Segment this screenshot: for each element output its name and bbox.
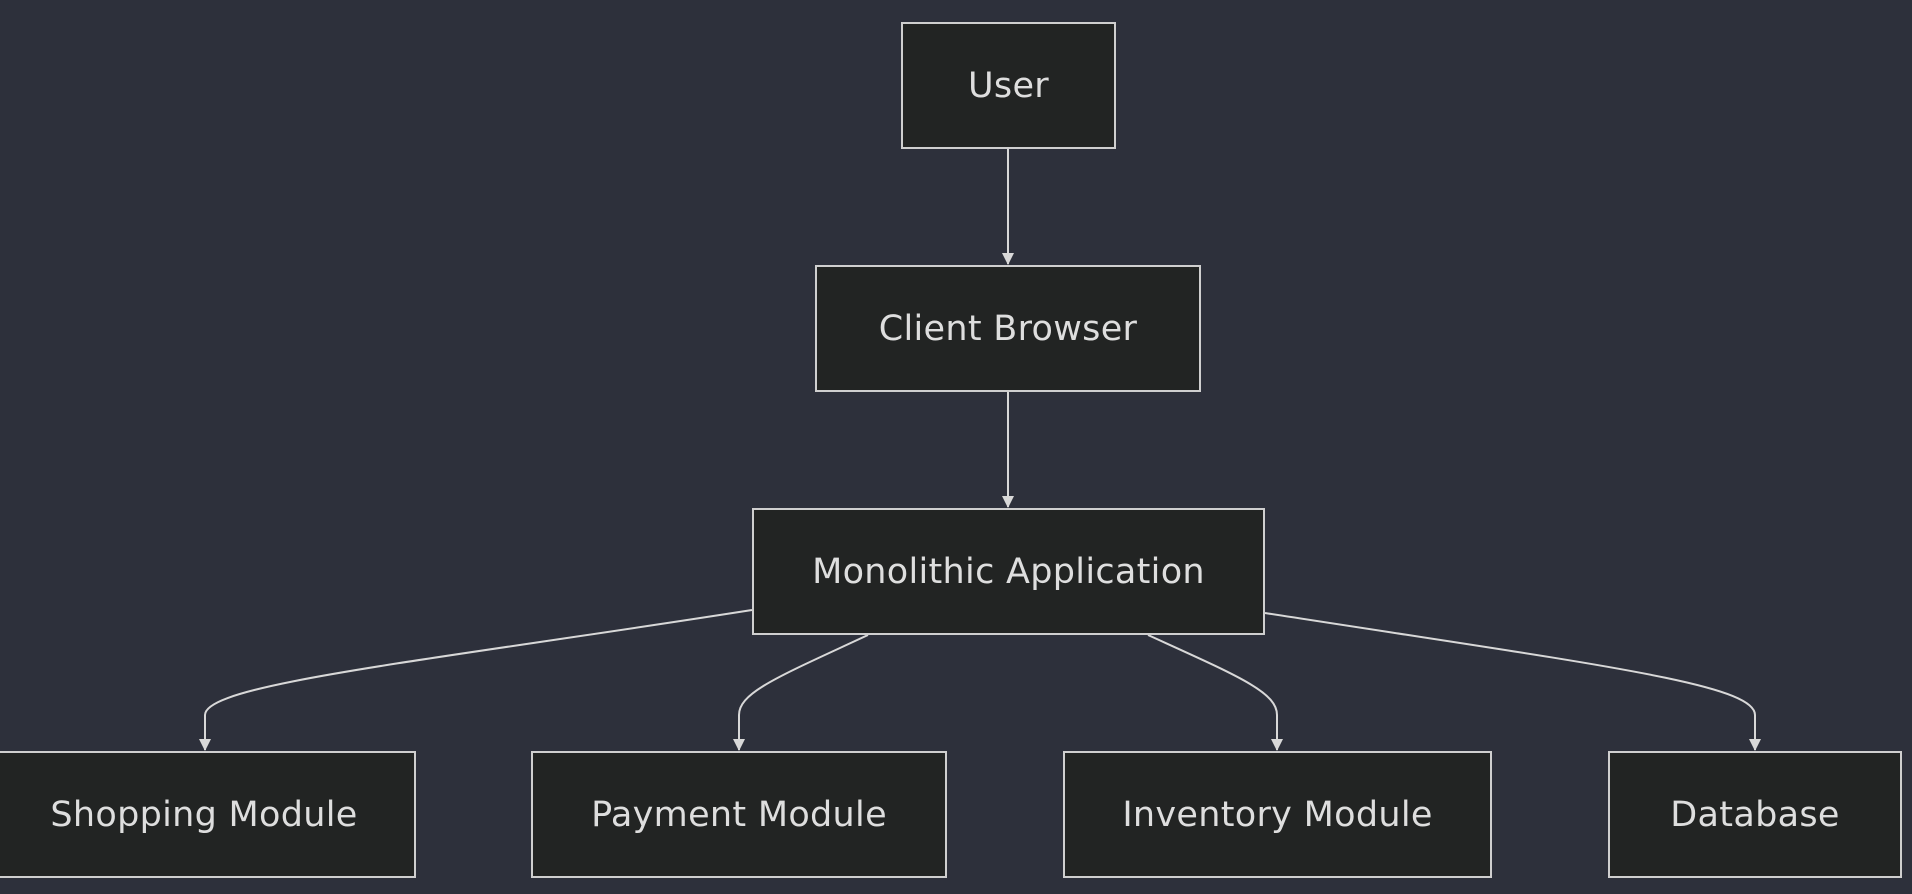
node-user-label: User xyxy=(968,65,1049,106)
node-monolithic-application-label: Monolithic Application xyxy=(812,551,1205,592)
node-client-browser-label: Client Browser xyxy=(878,308,1138,349)
node-payment-module-label: Payment Module xyxy=(591,794,887,835)
edge-monolith-to-inventory xyxy=(1147,634,1283,751)
node-shopping-module[interactable]: Shopping Module xyxy=(0,751,416,878)
node-shopping-module-label: Shopping Module xyxy=(50,794,358,835)
edge-monolith-to-shopping xyxy=(199,609,753,751)
edge-monolith-to-database xyxy=(1264,612,1761,751)
node-monolithic-application[interactable]: Monolithic Application xyxy=(752,508,1265,635)
node-database[interactable]: Database xyxy=(1608,751,1902,878)
node-client-browser[interactable]: Client Browser xyxy=(815,265,1201,392)
node-user[interactable]: User xyxy=(901,22,1116,149)
node-inventory-module-label: Inventory Module xyxy=(1122,794,1433,835)
edge-monolith-to-payment xyxy=(733,634,869,751)
node-payment-module[interactable]: Payment Module xyxy=(531,751,947,878)
node-inventory-module[interactable]: Inventory Module xyxy=(1063,751,1492,878)
node-database-label: Database xyxy=(1670,794,1840,835)
